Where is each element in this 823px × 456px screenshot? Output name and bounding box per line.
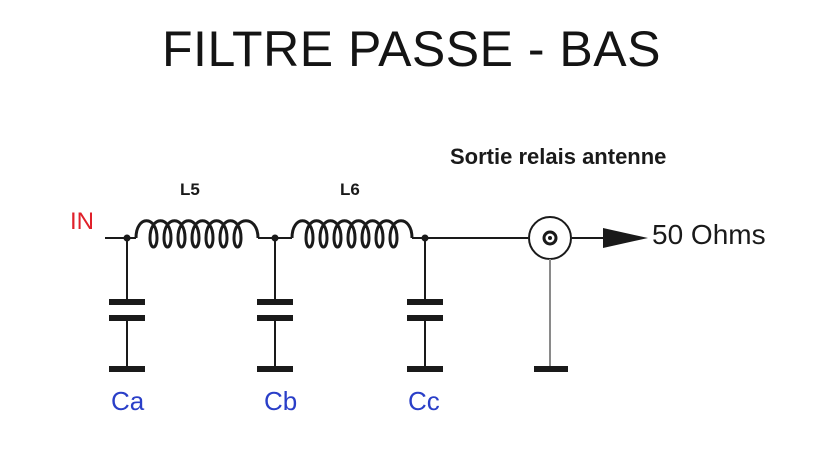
inductor-l6-coil xyxy=(290,219,414,249)
cap-a-label: Ca xyxy=(111,386,145,416)
inductor-l5-coil xyxy=(134,219,260,249)
coax-connector-pin xyxy=(548,236,552,240)
cap-c-label: Cc xyxy=(408,386,440,416)
output-heading: Sortie relais antenne xyxy=(450,144,667,169)
input-label: IN xyxy=(70,208,94,235)
impedance-label: 50 Ohms xyxy=(652,219,766,250)
inductor-l5-label: L5 xyxy=(180,180,200,199)
diagram-title: FILTRE PASSE - BAS xyxy=(162,21,661,77)
output-arrow xyxy=(603,228,648,248)
cap-b-label: Cb xyxy=(264,386,298,416)
inductor-l6-label: L6 xyxy=(340,180,360,199)
